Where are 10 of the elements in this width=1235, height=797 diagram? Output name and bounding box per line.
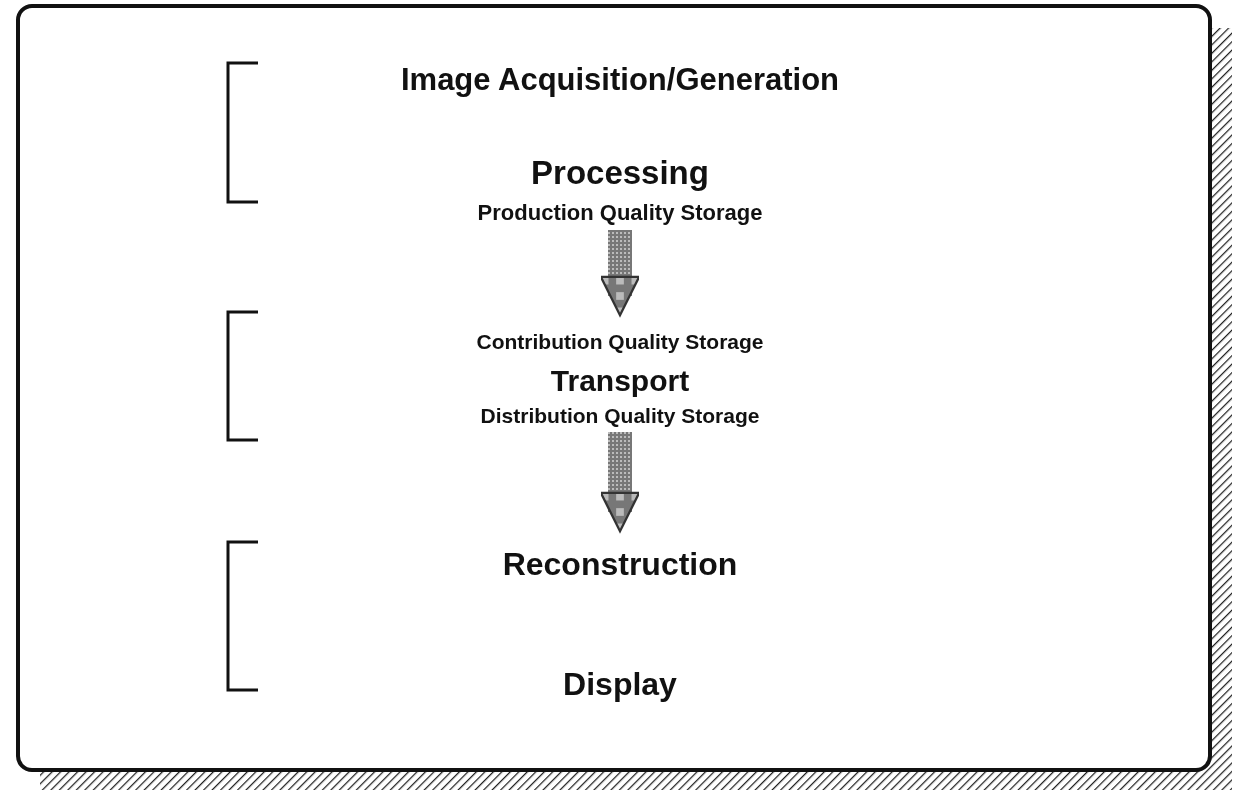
block-arrow: [599, 432, 641, 533]
block-arrow: [599, 230, 641, 317]
stage-title: Transport: [550, 364, 690, 398]
stage-title: Image Acquisition/Generation: [400, 62, 840, 98]
stage-title: Display: [563, 666, 677, 703]
stage-label: Reconstruction: [502, 546, 738, 583]
stage-label: Contribution Quality Storage: [476, 330, 764, 354]
stage-title: Processing: [531, 154, 709, 192]
stage-label: Production Quality Storage: [477, 200, 763, 226]
stage-label: Distribution Quality Storage: [480, 404, 760, 428]
